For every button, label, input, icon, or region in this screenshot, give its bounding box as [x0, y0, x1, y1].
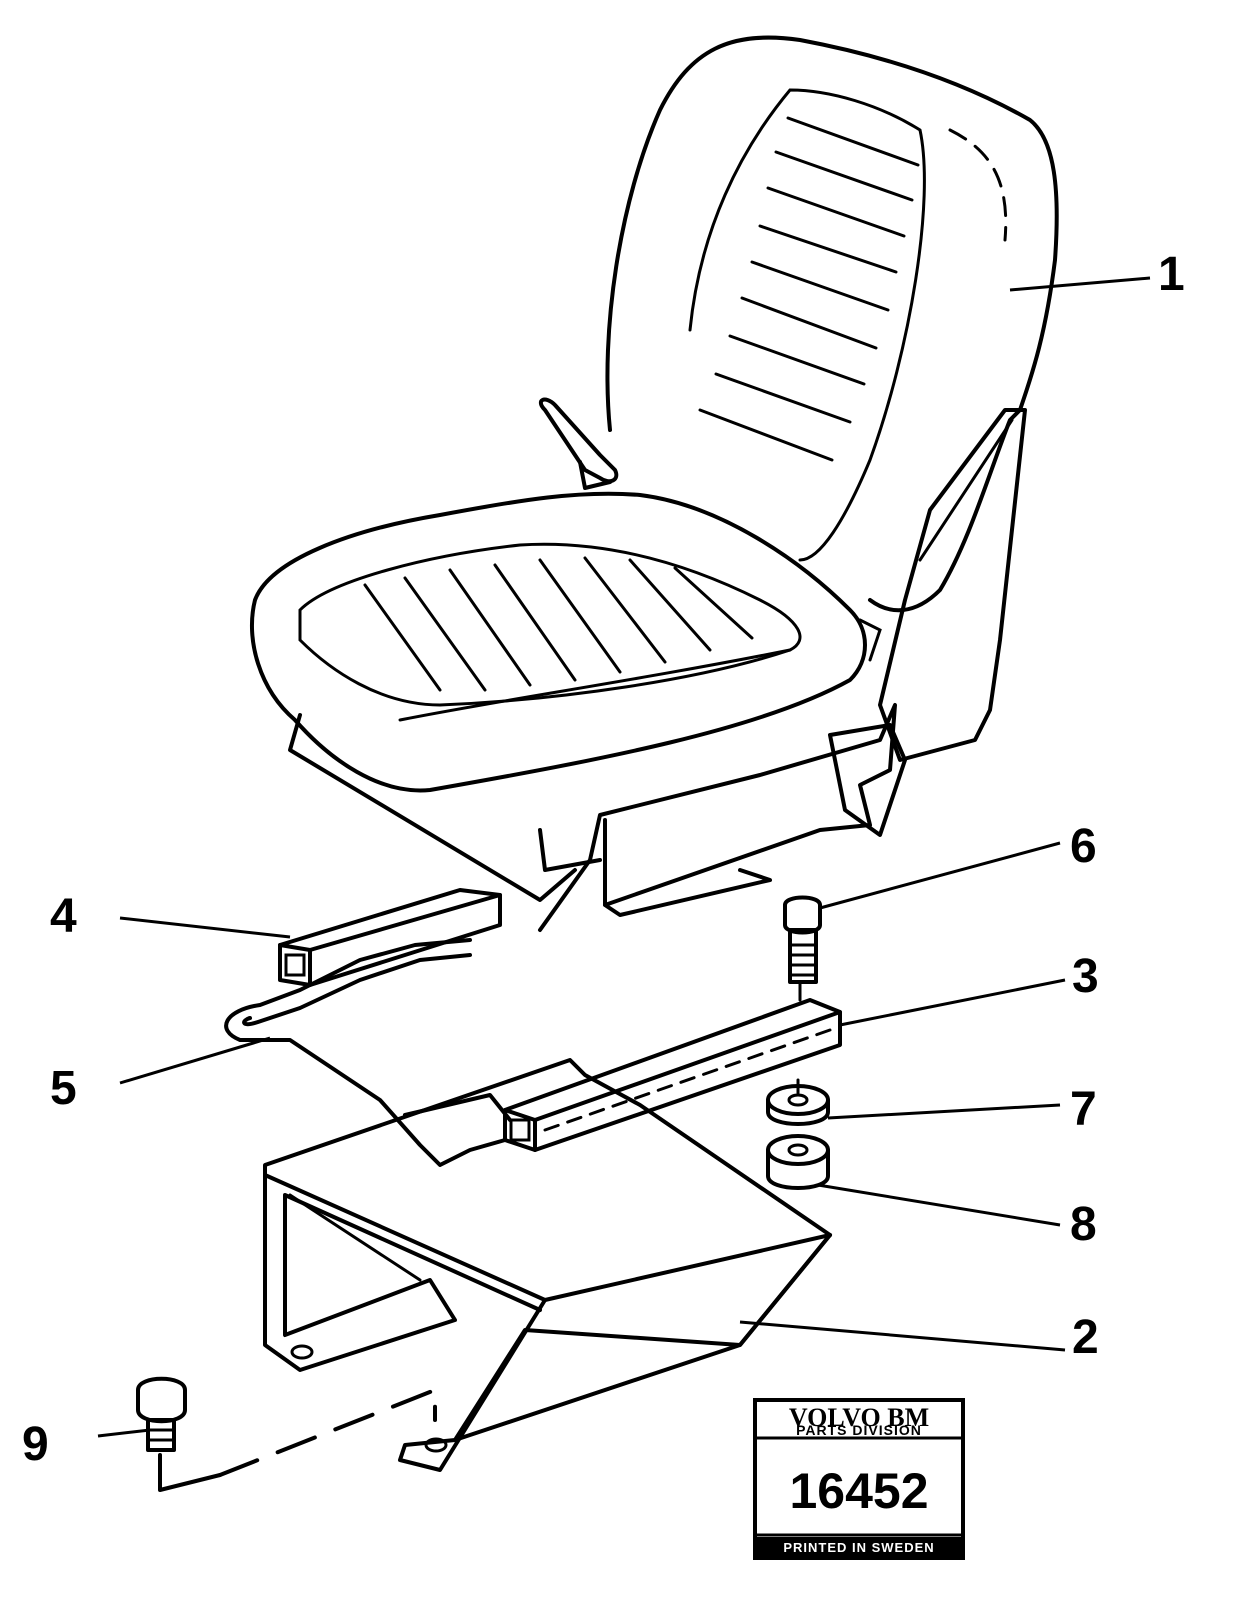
- callout-1: 1: [1158, 248, 1185, 301]
- parts-stamp: VOLVO BM PARTS DIVISION 16452 PRINTED IN…: [753, 1398, 965, 1560]
- leader-line-9: [97, 1428, 151, 1438]
- callout-2: 2: [1072, 1311, 1099, 1364]
- stamp-division: PARTS DIVISION: [796, 1422, 922, 1438]
- leader-line-4: [119, 916, 291, 939]
- callout-6: 6: [1070, 820, 1097, 873]
- stamp-footer: PRINTED IN SWEDEN: [783, 1540, 934, 1555]
- spacer: [766, 1134, 830, 1190]
- callout-8: 8: [1070, 1198, 1097, 1251]
- leader-line-8: [817, 1183, 1061, 1227]
- stamp-brand: VOLVO BM: [789, 1403, 929, 1432]
- screw: [783, 895, 822, 1002]
- callout-5: 5: [50, 1062, 77, 1115]
- washer: [766, 1078, 830, 1126]
- leader-lines: [97, 276, 1151, 1438]
- leader-line-5: [119, 1036, 271, 1085]
- leader-line-1: [1009, 276, 1151, 292]
- stamp-number: 16452: [789, 1463, 928, 1519]
- leader-line-3: [839, 978, 1066, 1027]
- leader-line-2: [739, 1320, 1066, 1352]
- slide-rail-right: [503, 998, 842, 1152]
- callout-labels: 1 2 3 4 5 6 7 8 9: [22, 248, 1185, 1471]
- seat-illustration: [250, 35, 1059, 932]
- callout-9: 9: [22, 1418, 49, 1471]
- leader-line-7: [827, 1103, 1061, 1120]
- slide-rail-left: [278, 888, 502, 987]
- leader-line-6: [819, 841, 1061, 910]
- seat-console: [263, 1058, 832, 1472]
- callout-4: 4: [50, 890, 77, 943]
- callout-3: 3: [1072, 950, 1099, 1003]
- bolt: [136, 1376, 437, 1492]
- callout-7: 7: [1070, 1083, 1097, 1136]
